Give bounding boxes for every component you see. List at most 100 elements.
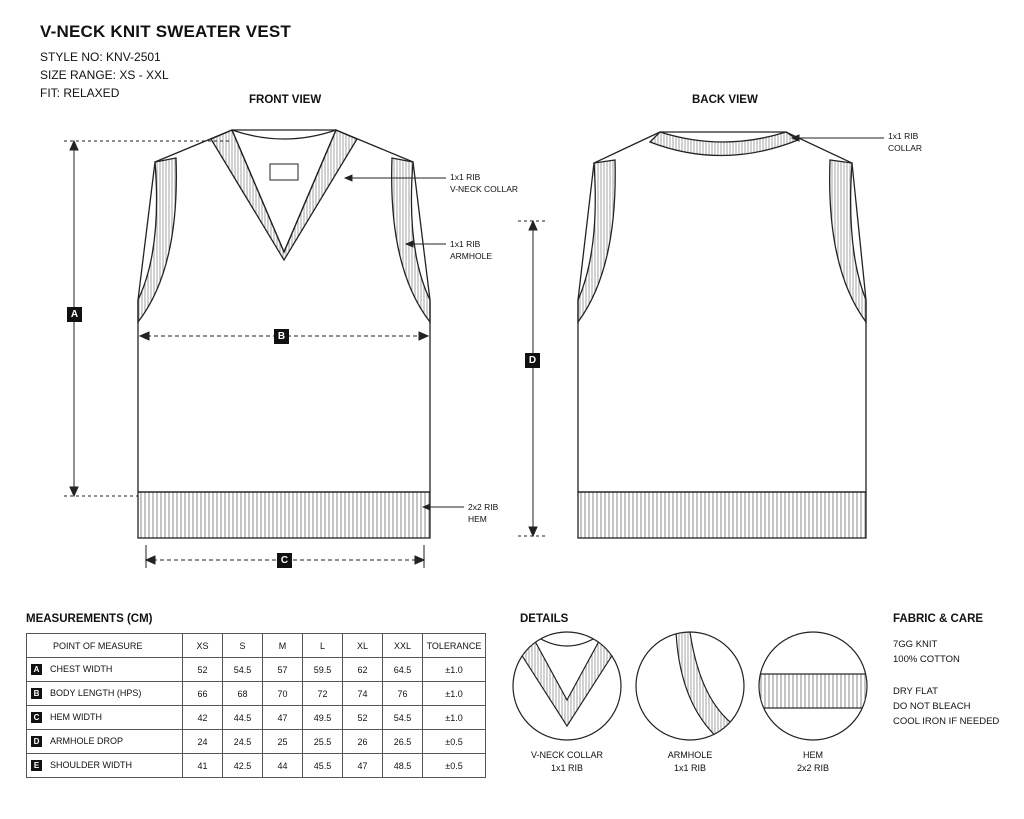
point-of-measure: C HEM WIDTH xyxy=(26,705,183,730)
table-cell: 41 xyxy=(182,753,223,778)
pom-label: CHEST WIDTH xyxy=(50,663,113,674)
table-cell: 54.5 xyxy=(382,705,423,730)
table-row: A CHEST WIDTH 52 54.5 57 59.5 62 64.5 ±1.… xyxy=(26,657,486,682)
callout-line: 2x2 RIB xyxy=(468,502,499,512)
pom-letter: C xyxy=(31,712,42,724)
dimension-a-badge: A xyxy=(67,307,82,322)
front-collar-callout: 1x1 RIB V-NECK COLLAR xyxy=(450,171,518,195)
table-cell: 68 xyxy=(222,681,263,706)
table-cell: 49.5 xyxy=(302,705,343,730)
table-cell: 64.5 xyxy=(382,657,423,682)
table-cell: 26 xyxy=(342,729,383,754)
table-cell: 57 xyxy=(262,657,303,682)
detail-caption-vneck: V-NECK COLLAR 1x1 RIB xyxy=(517,749,617,775)
table-cell: 66 xyxy=(182,681,223,706)
pom-letter: E xyxy=(31,760,42,772)
tolerance-cell: ±1.0 xyxy=(422,657,486,682)
pom-letter: A xyxy=(31,664,42,676)
table-cell: 59.5 xyxy=(302,657,343,682)
table-cell: 42.5 xyxy=(222,753,263,778)
tolerance-cell: ±0.5 xyxy=(422,729,486,754)
style-number: STYLE NO: KNV-2501 xyxy=(40,50,161,64)
column-header: L xyxy=(302,633,343,658)
page-title: V-NECK KNIT SWEATER VEST xyxy=(40,22,292,41)
callout-line: V-NECK COLLAR xyxy=(450,184,519,194)
table-cell: 45.5 xyxy=(302,753,343,778)
front-view-label: FRONT VIEW xyxy=(249,94,322,106)
point-of-measure: D ARMHOLE DROP xyxy=(26,729,183,754)
detail-name: ARMHOLE xyxy=(667,750,713,760)
callout-line: ARMHOLE xyxy=(450,251,493,261)
detail-spec: 2x2 RIB xyxy=(796,763,829,773)
table-cell: 47 xyxy=(262,705,303,730)
dimension-d-badge: D xyxy=(525,353,540,368)
care-line: DRY FLAT xyxy=(893,686,938,697)
table-cell: 48.5 xyxy=(382,753,423,778)
pom-label: BODY LENGTH (HPS) xyxy=(50,687,142,698)
hem-callout: 2x2 RIB HEM xyxy=(468,501,498,525)
column-header: TOLERANCE xyxy=(422,633,486,658)
pom-label: HEM WIDTH xyxy=(50,711,102,722)
table-cell: 52 xyxy=(342,705,383,730)
tolerance-cell: ±1.0 xyxy=(422,705,486,730)
pom-letter: B xyxy=(31,688,42,700)
measurements-title: MEASUREMENTS (CM) xyxy=(26,613,153,625)
callout-line: 1x1 RIB xyxy=(888,131,919,141)
pom-label: ARMHOLE DROP xyxy=(50,735,124,746)
table-header-row: POINT OF MEASURE XS S M L XL XXL TOLERAN… xyxy=(26,633,486,658)
table-cell: 72 xyxy=(302,681,343,706)
front-vest xyxy=(137,129,431,539)
measurements-table: POINT OF MEASURE XS S M L XL XXL TOLERAN… xyxy=(26,633,486,778)
care-info: DRY FLAT DO NOT BLEACH COOL IRON IF NEED… xyxy=(893,684,999,729)
table-cell: 42 xyxy=(182,705,223,730)
callout-line: COLLAR xyxy=(888,143,923,153)
table-cell: 76 xyxy=(382,681,423,706)
table-row: C HEM WIDTH 42 44.5 47 49.5 52 54.5 ±1.0 xyxy=(26,705,486,730)
care-line: DO NOT BLEACH xyxy=(893,701,971,712)
dimension-b-badge: B xyxy=(274,329,289,344)
fabric-care-title: FABRIC & CARE xyxy=(893,613,984,625)
point-of-measure: B BODY LENGTH (HPS) xyxy=(26,681,183,706)
column-header: M xyxy=(262,633,303,658)
callout-line: 1x1 RIB xyxy=(450,239,481,249)
column-header: POINT OF MEASURE xyxy=(26,633,183,658)
pom-letter: D xyxy=(31,736,42,748)
fabric-line: 100% COTTON xyxy=(893,654,960,665)
table-cell: 25.5 xyxy=(302,729,343,754)
detail-spec: 1x1 RIB xyxy=(550,763,583,773)
table-cell: 52 xyxy=(182,657,223,682)
detail-circle-hem xyxy=(758,631,868,741)
column-header: S xyxy=(222,633,263,658)
care-line: COOL IRON IF NEEDED xyxy=(893,716,1000,727)
table-cell: 44.5 xyxy=(222,705,263,730)
callout-line: 1x1 RIB xyxy=(450,172,481,182)
table-cell: 74 xyxy=(342,681,383,706)
back-collar-callout: 1x1 RIB COLLAR xyxy=(888,130,922,154)
table-cell: 25 xyxy=(262,729,303,754)
detail-name: HEM xyxy=(803,750,823,760)
back-view-label: BACK VIEW xyxy=(692,94,758,106)
fabric-line: 7GG KNIT xyxy=(893,639,938,650)
detail-name: V-NECK COLLAR xyxy=(530,750,604,760)
table-cell: 47 xyxy=(342,753,383,778)
pom-label: SHOULDER WIDTH xyxy=(50,759,133,770)
back-vest xyxy=(577,131,867,539)
table-cell: 44 xyxy=(262,753,303,778)
table-cell: 70 xyxy=(262,681,303,706)
details-title: DETAILS xyxy=(520,613,569,625)
detail-caption-hem: HEM 2x2 RIB xyxy=(763,749,863,775)
column-header: XS xyxy=(182,633,223,658)
detail-circle-armhole xyxy=(635,631,745,741)
table-cell: 54.5 xyxy=(222,657,263,682)
table-cell: 62 xyxy=(342,657,383,682)
armhole-callout: 1x1 RIB ARMHOLE xyxy=(450,238,492,262)
detail-caption-armhole: ARMHOLE 1x1 RIB xyxy=(640,749,740,775)
tolerance-cell: ±0.5 xyxy=(422,753,486,778)
column-header: XXL xyxy=(382,633,423,658)
detail-spec: 1x1 RIB xyxy=(673,763,706,773)
table-cell: 26.5 xyxy=(382,729,423,754)
